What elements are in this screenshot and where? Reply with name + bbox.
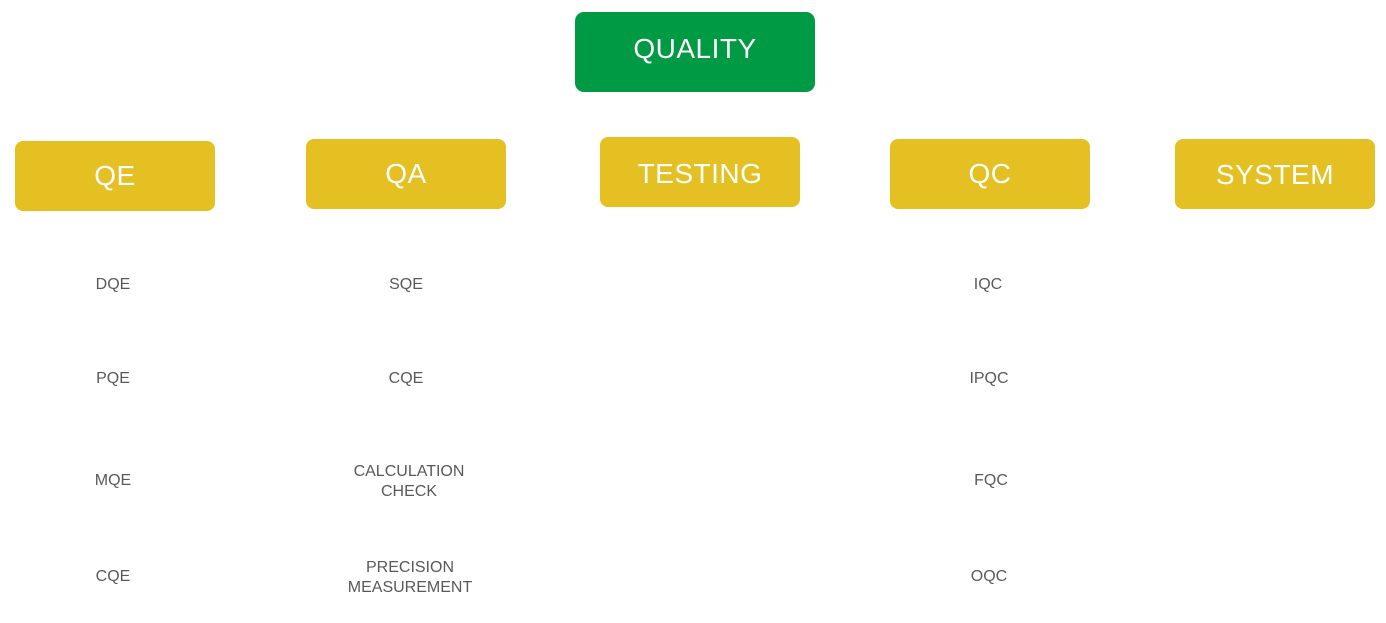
qc-item: FQC — [974, 472, 1008, 489]
root-node-quality: QUALITY — [575, 12, 815, 92]
qc-item: OQC — [970, 568, 1008, 585]
category-qc: QC — [890, 139, 1090, 209]
qe-item: CQE — [95, 568, 131, 585]
qa-item: CQE — [388, 370, 424, 387]
category-system: SYSTEM — [1175, 139, 1375, 209]
qa-item: SQE — [389, 276, 423, 293]
category-qe: QE — [15, 141, 215, 211]
qc-item: IPQC — [969, 370, 1009, 387]
qa-item: CALCULATION CHECK — [353, 463, 465, 500]
category-qa: QA — [306, 139, 506, 209]
qe-item: DQE — [95, 276, 131, 293]
qe-item: PQE — [96, 370, 130, 387]
category-testing: TESTING — [600, 137, 800, 207]
qa-item: PRECISION MEASUREMENT — [347, 559, 473, 596]
qc-item: IQC — [973, 276, 1003, 293]
qe-item: MQE — [94, 472, 132, 489]
